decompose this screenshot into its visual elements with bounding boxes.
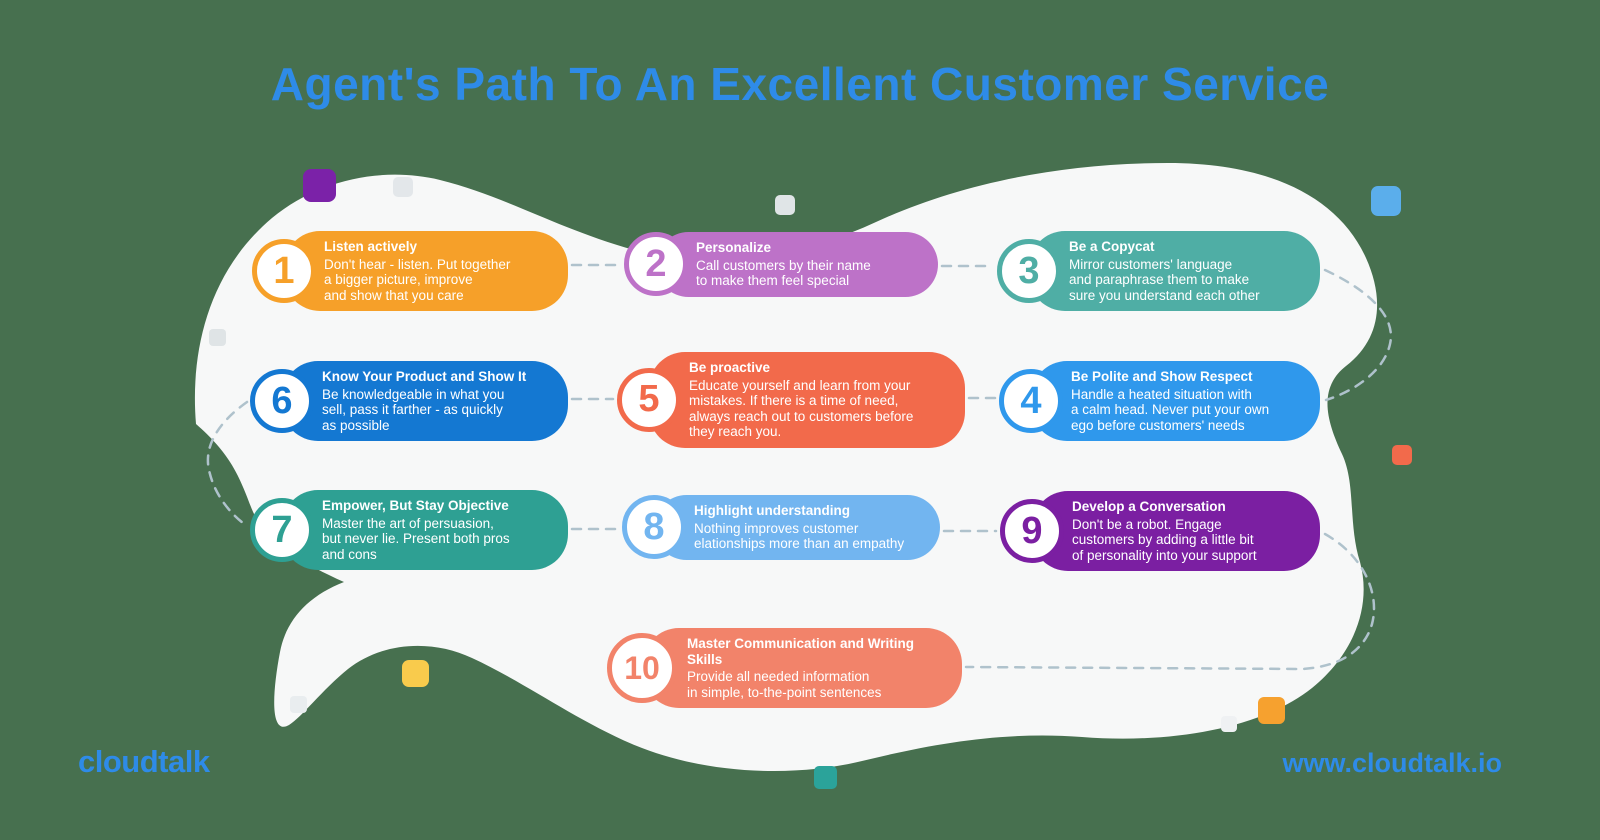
step-body: Be knowledgeable in what you sell, pass …	[322, 386, 505, 433]
step-number-badge: 4	[999, 369, 1063, 433]
step-card-6: Know Your Product and Show It Be knowled…	[250, 361, 568, 441]
decor-square-light-gray-4	[290, 696, 307, 713]
step-body: Handle a heated situation with a calm he…	[1071, 386, 1270, 433]
step-pill: Master Communication and Writing Skills …	[643, 628, 962, 708]
step-number: 7	[271, 508, 293, 551]
step-body: Provide all needed information in simple…	[687, 669, 882, 700]
step-pill: Develop a Conversation Don't be a robot.…	[1032, 491, 1320, 571]
step-number: 10	[624, 649, 660, 686]
step-title: Personalize	[696, 240, 772, 255]
step-pill: Personalize Call customers by their name…	[656, 232, 938, 297]
step-title: Empower, But Stay Objective	[322, 498, 509, 513]
step-body: Mirror customers' language and paraphras…	[1069, 256, 1260, 303]
step-card-3: Be a Copycat Mirror customers' language …	[997, 231, 1320, 311]
decor-square-yellow	[402, 660, 429, 687]
step-card-9: Develop a Conversation Don't be a robot.…	[1000, 491, 1320, 571]
step-card-4: Be Polite and Show Respect Handle a heat…	[999, 361, 1320, 441]
step-number-badge: 2	[624, 232, 688, 297]
decor-square-light-gray-1	[393, 177, 413, 197]
step-pill: Be Polite and Show Respect Handle a heat…	[1031, 361, 1320, 441]
decor-square-light-gray-2	[775, 195, 795, 215]
step-number-badge: 8	[622, 495, 686, 560]
white-splash-blob	[194, 163, 1378, 772]
step-card-8: Highlight understanding Nothing improves…	[622, 495, 940, 560]
step-number-badge: 9	[1000, 499, 1064, 563]
step-number-badge: 6	[250, 369, 314, 433]
step-title: Know Your Product and Show It	[322, 369, 527, 384]
step-pill: Highlight understanding Nothing improves…	[654, 495, 940, 560]
step-number: 5	[638, 378, 660, 421]
page-title: Agent's Path To An Excellent Customer Se…	[270, 58, 1330, 110]
connector-3-4	[1323, 268, 1393, 402]
decor-square-light-gray-5	[1221, 716, 1237, 732]
step-body: Master the art of persuasion, but never …	[322, 515, 510, 562]
step-pill: Be proactive Educate yourself and learn …	[649, 352, 965, 448]
step-card-7: Empower, But Stay Objective Master the a…	[250, 490, 568, 570]
step-title: Master Communication and Writing Skills	[687, 636, 915, 667]
step-body: Call customers by their name to make the…	[696, 257, 871, 289]
step-number: 3	[1018, 249, 1040, 292]
decor-square-red-orange	[1392, 445, 1412, 465]
step-number-badge: 7	[250, 498, 314, 562]
decor-square-teal	[814, 766, 837, 789]
step-pill: Listen actively Don't hear - listen. Put…	[284, 231, 568, 311]
step-number-badge: 1	[252, 239, 316, 303]
connector-9-10	[964, 532, 1376, 671]
step-card-10: Master Communication and Writing Skills …	[607, 628, 962, 708]
step-number: 8	[643, 505, 665, 548]
decor-square-purple	[303, 169, 336, 202]
step-title: Be proactive	[689, 360, 771, 375]
step-body: Don't be a robot. Engage customers by ad…	[1072, 516, 1257, 563]
step-card-2: Personalize Call customers by their name…	[624, 232, 938, 297]
step-number-badge: 5	[617, 367, 681, 432]
step-number: 2	[645, 242, 667, 285]
step-number: 9	[1021, 509, 1043, 552]
step-number: 6	[271, 379, 293, 422]
decor-square-orange	[1258, 697, 1285, 724]
step-body: Don't hear - listen. Put together a bigg…	[324, 256, 511, 303]
step-body: Nothing improves customer elationships m…	[694, 520, 905, 552]
step-card-1: Listen actively Don't hear - listen. Put…	[252, 231, 568, 311]
step-title: Be Polite and Show Respect	[1071, 369, 1253, 384]
decor-square-light-gray-3	[209, 329, 226, 346]
step-card-5: Be proactive Educate yourself and learn …	[617, 352, 965, 448]
step-title: Be a Copycat	[1069, 239, 1155, 254]
brand-website: www.cloudtalk.io	[1282, 748, 1502, 778]
step-title: Develop a Conversation	[1072, 499, 1226, 514]
step-number-badge: 10	[607, 633, 677, 703]
step-pill: Be a Copycat Mirror customers' language …	[1029, 231, 1320, 311]
step-title: Highlight understanding	[694, 503, 850, 518]
step-number-badge: 3	[997, 239, 1061, 303]
step-number: 4	[1020, 379, 1042, 422]
step-title: Listen actively	[324, 239, 418, 254]
decor-square-blue	[1371, 186, 1401, 216]
step-pill: Know Your Product and Show It Be knowled…	[282, 361, 568, 441]
step-number: 1	[273, 249, 295, 292]
brand-logo: cloudtalk	[78, 744, 210, 779]
step-body: Educate yourself and learn from your mis…	[689, 377, 914, 440]
step-pill: Empower, But Stay Objective Master the a…	[282, 490, 568, 570]
